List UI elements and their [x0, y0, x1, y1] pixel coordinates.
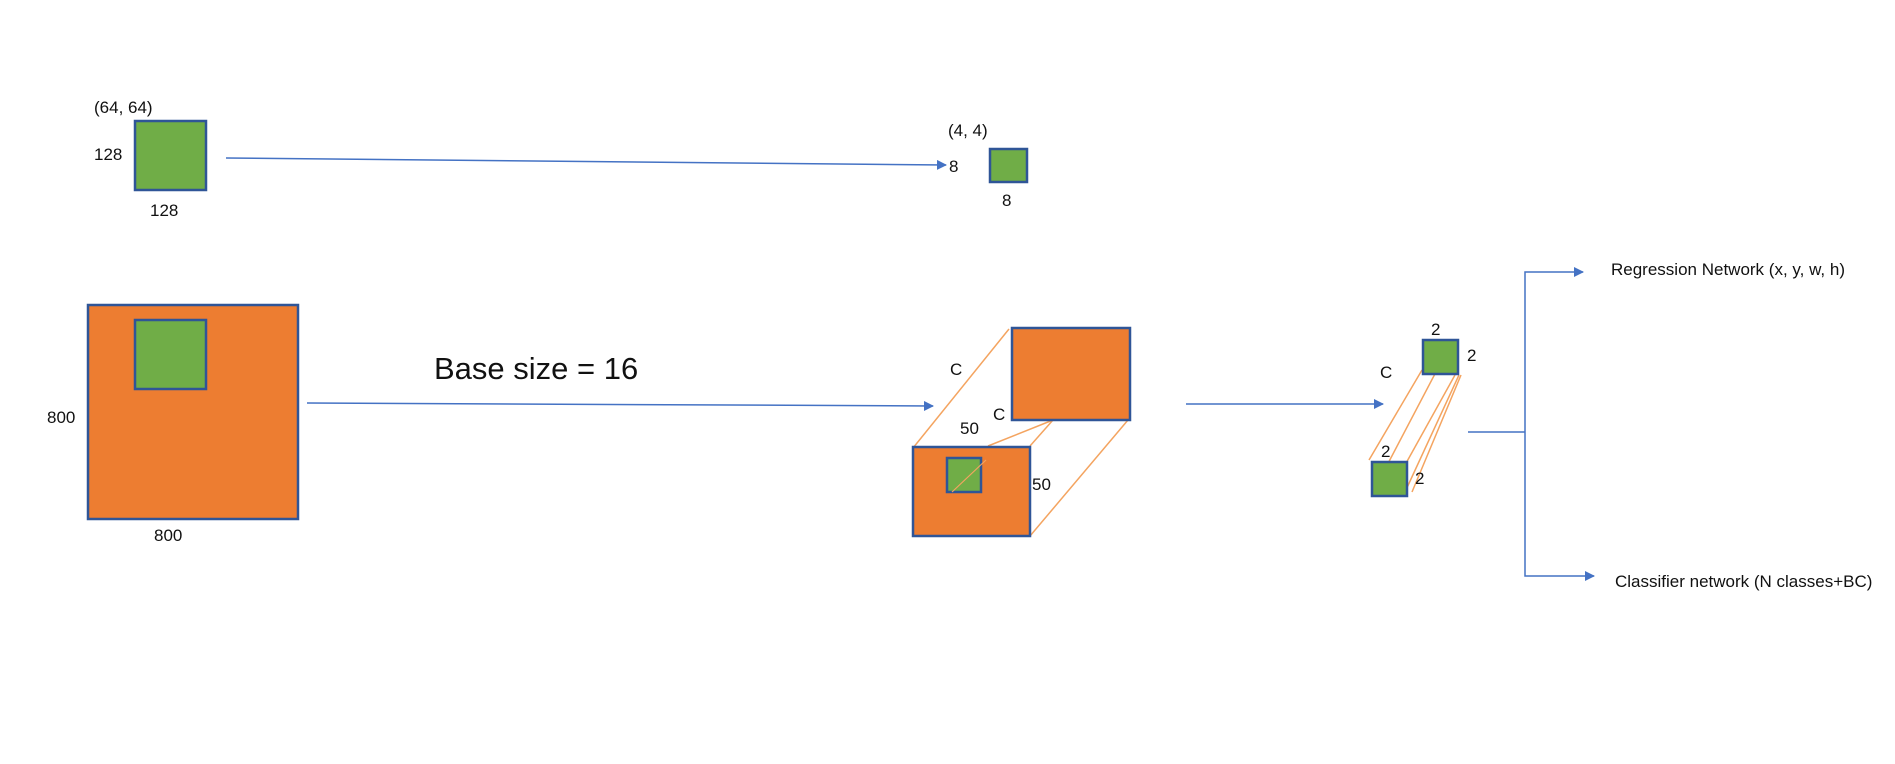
- input-anchor-box: [133, 119, 208, 192]
- base-size-label: Base size = 16: [434, 351, 638, 386]
- backbone-arrow: [306, 400, 934, 411]
- input-anchor-height-label: 128: [94, 145, 122, 164]
- roi-back-face: [1421, 338, 1460, 376]
- output-anchor-width-label: 8: [1002, 191, 1011, 210]
- input-image-anchor: [133, 318, 208, 391]
- anchor-mapping-arrow: [225, 157, 947, 170]
- roi-top-height-label: 2: [1467, 346, 1476, 365]
- regression-branch-arrow: [1524, 267, 1584, 432]
- feature-map-anchor: [945, 456, 983, 494]
- roi-bottom-width-label: 2: [1381, 442, 1390, 461]
- classifier-branch-arrow: [1524, 432, 1595, 581]
- feature-map-height-label: 50: [1032, 475, 1051, 494]
- classifier-network-label: Classifier network (N classes+BC): [1615, 572, 1872, 591]
- output-anchor-coord-label: (4, 4): [948, 121, 988, 140]
- input-anchor-width-label: 128: [150, 201, 178, 220]
- roi-top-width-label: 2: [1431, 320, 1440, 339]
- feature-map-edge: [1029, 419, 1129, 537]
- roi-edge: [1411, 374, 1462, 493]
- roi-edge: [1368, 369, 1423, 461]
- feature-map-channels-label-2: C: [993, 405, 1005, 424]
- feature-map-back-face: [1010, 326, 1132, 422]
- input-image-height-label: 800: [47, 408, 75, 427]
- feature-map-edge: [1029, 419, 1054, 447]
- input-image-width-label: 800: [154, 526, 182, 545]
- input-anchor-coord-label: (64, 64): [94, 98, 153, 117]
- regression-network-label: Regression Network (x, y, w, h): [1611, 260, 1845, 279]
- feature-map-edge: [951, 459, 987, 493]
- feature-map-edge: [912, 328, 1010, 449]
- roi-front-face: [1370, 460, 1409, 498]
- output-anchor-box: [988, 147, 1029, 184]
- roi-bottom-height-label: 2: [1415, 469, 1424, 488]
- feature-map-channels-label: C: [950, 360, 962, 379]
- output-anchor-height-label: 8: [949, 157, 958, 176]
- roi-edge: [1404, 374, 1460, 493]
- feature-map-edge: [987, 419, 1054, 447]
- feature-map-width-label: 50: [960, 419, 979, 438]
- roi-channels-label: C: [1380, 363, 1392, 382]
